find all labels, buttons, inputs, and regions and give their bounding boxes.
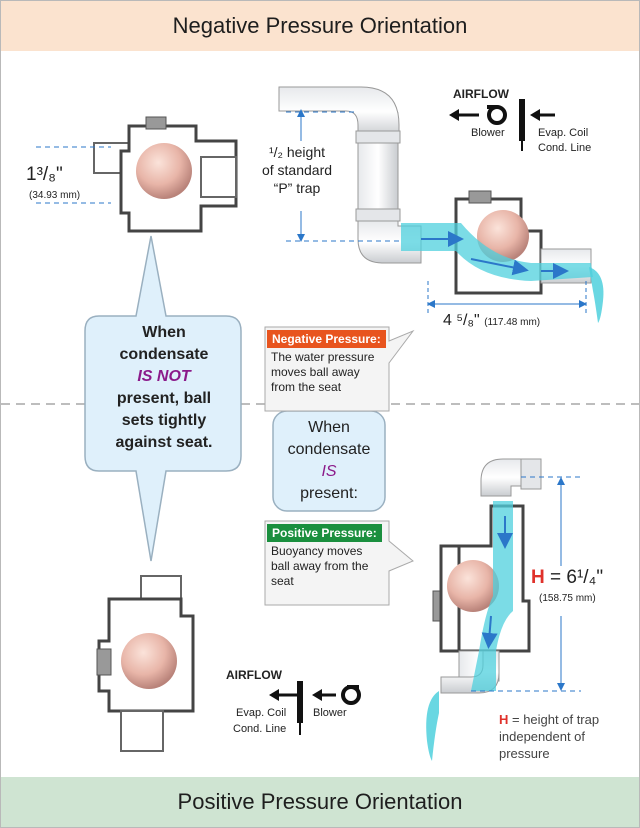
top-left-dimension: 1³/₈"	[26, 164, 63, 185]
airflow-title-top: AIRFLOW	[453, 87, 509, 101]
positive-callout-body: Buoyancy moves ball away from the seat	[271, 544, 369, 588]
bottom-left-trap	[96, 575, 195, 752]
top-right-trap	[278, 86, 604, 323]
airflow-icon-top	[449, 99, 555, 151]
top-left-dimension-mm: (34.93 mm)	[29, 190, 81, 201]
is-not-emphasis: IS NOT	[137, 368, 191, 385]
airflow-cond-top: Cond. Line	[538, 142, 592, 154]
negative-callout-body: The water pressure moves ball away from …	[271, 350, 375, 394]
bubble-is-text: When condensate IS present:	[273, 417, 385, 505]
top-banner: Negative Pressure Orientation	[1, 1, 639, 51]
bubble-is-not-text: When condensate IS NOT present, ball set…	[89, 322, 239, 454]
h-dimension-mm: (158.75 mm)	[539, 593, 596, 604]
half-height-label: ¹/₂ height of standard “P” trap	[261, 144, 333, 196]
bottom-banner-title: Positive Pressure Orientation	[177, 789, 463, 814]
airflow-cond-bottom: Cond. Line	[233, 723, 287, 735]
bottom-right-trap	[426, 458, 581, 761]
h-note: H = height of trap independent of pressu…	[499, 712, 600, 761]
airflow-blower-bottom: Blower	[313, 707, 347, 719]
positive-callout-title: Positive Pressure:	[267, 524, 382, 542]
airflow-blower-top: Blower	[471, 127, 505, 139]
top-banner-title: Negative Pressure Orientation	[172, 13, 468, 38]
bubble-is-not	[84, 235, 242, 562]
h-dimension: H = 6¹/₄"	[531, 567, 604, 588]
negative-callout-box	[264, 326, 415, 412]
airflow-evap-bottom: Evap. Coil	[236, 707, 287, 719]
airflow-icon-bottom	[269, 681, 361, 735]
airflow-title-bottom: AIRFLOW	[226, 668, 282, 682]
bottom-banner: Positive Pressure Orientation	[1, 777, 639, 827]
top-left-trap	[36, 116, 238, 233]
is-emphasis: IS	[321, 463, 337, 480]
negative-callout-title: Negative Pressure:	[267, 330, 386, 348]
width-dimension: 4 ⁵/₈" (117.48 mm)	[443, 312, 541, 329]
airflow-evap-top: Evap. Coil	[538, 127, 589, 139]
positive-callout-box	[264, 520, 414, 606]
